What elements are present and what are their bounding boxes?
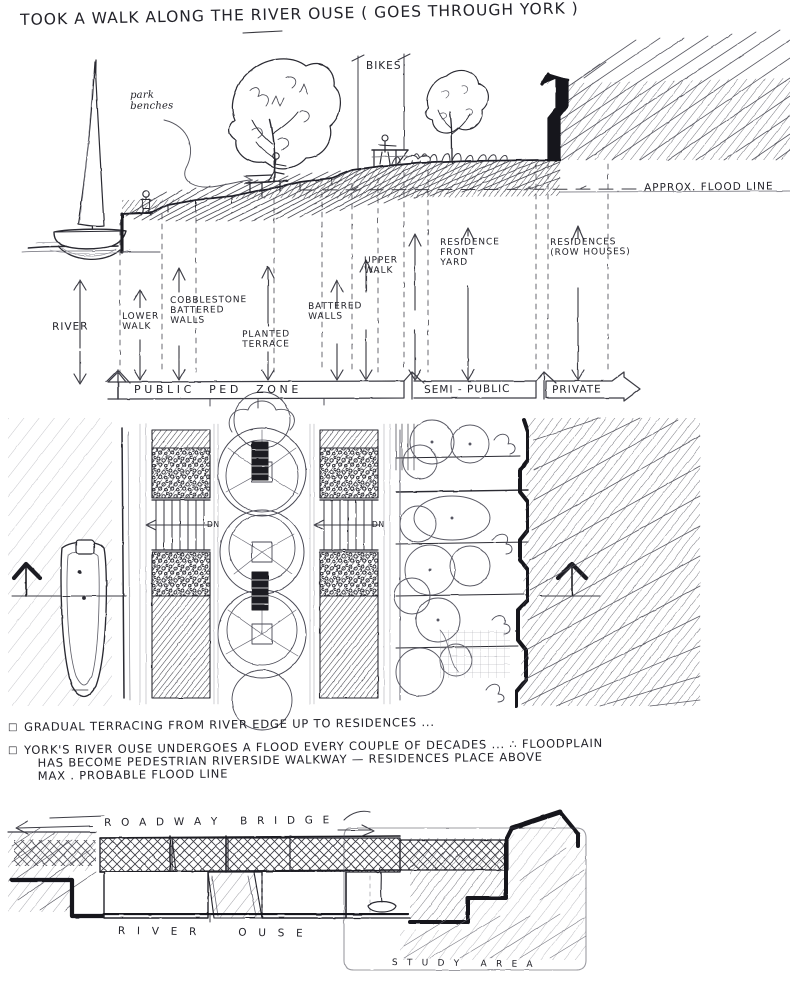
label-battered-walls: BATTERED WALLS (308, 301, 363, 323)
note-item-1: GRADUAL TERRACING FROM RIVER EDGE UP TO … (24, 714, 435, 734)
label-stair-dn-left: DN (207, 520, 220, 529)
note-item-2: YORK'S RIVER OUSE UNDERGOES A FLOOD EVER… (24, 735, 604, 783)
label-residences-row-houses: RESIDENCES (ROW HOUSES) (550, 237, 631, 259)
label-planted-terrace: PLANTED TERRACE (242, 329, 291, 351)
label-stair-dn-right: DN (372, 520, 385, 529)
callout-flood-line: APPROX. FLOOD LINE (643, 180, 774, 194)
label-cobblestone-battered-walls: COBBLESTONE BATTERED WALLS (170, 295, 248, 327)
label-residence-front-yard: RESIDENCE FRONT YARD (440, 237, 500, 269)
callout-park-benches: park benches (129, 89, 174, 112)
zone-label-public-ped-zone: PUBLIC PED ZONE (134, 383, 302, 396)
bullet-icon: □ (8, 744, 19, 756)
label-river: RIVER (51, 320, 89, 333)
zone-label-private: PRIVATE (551, 383, 602, 396)
zone-label-semi-public: SEMI - PUBLIC (423, 382, 511, 396)
label-study-area: S T U D Y A R E A (391, 958, 536, 971)
label-lower-walk: LOWER WALK (122, 311, 160, 333)
callout-bikes: BIKES (366, 60, 402, 72)
notes-list: □ GRADUAL TERRACING FROM RIVER EDGE UP T… (8, 715, 604, 784)
label-upper-walk: UPPER WALK (364, 255, 399, 277)
bullet-icon: □ (8, 722, 19, 733)
